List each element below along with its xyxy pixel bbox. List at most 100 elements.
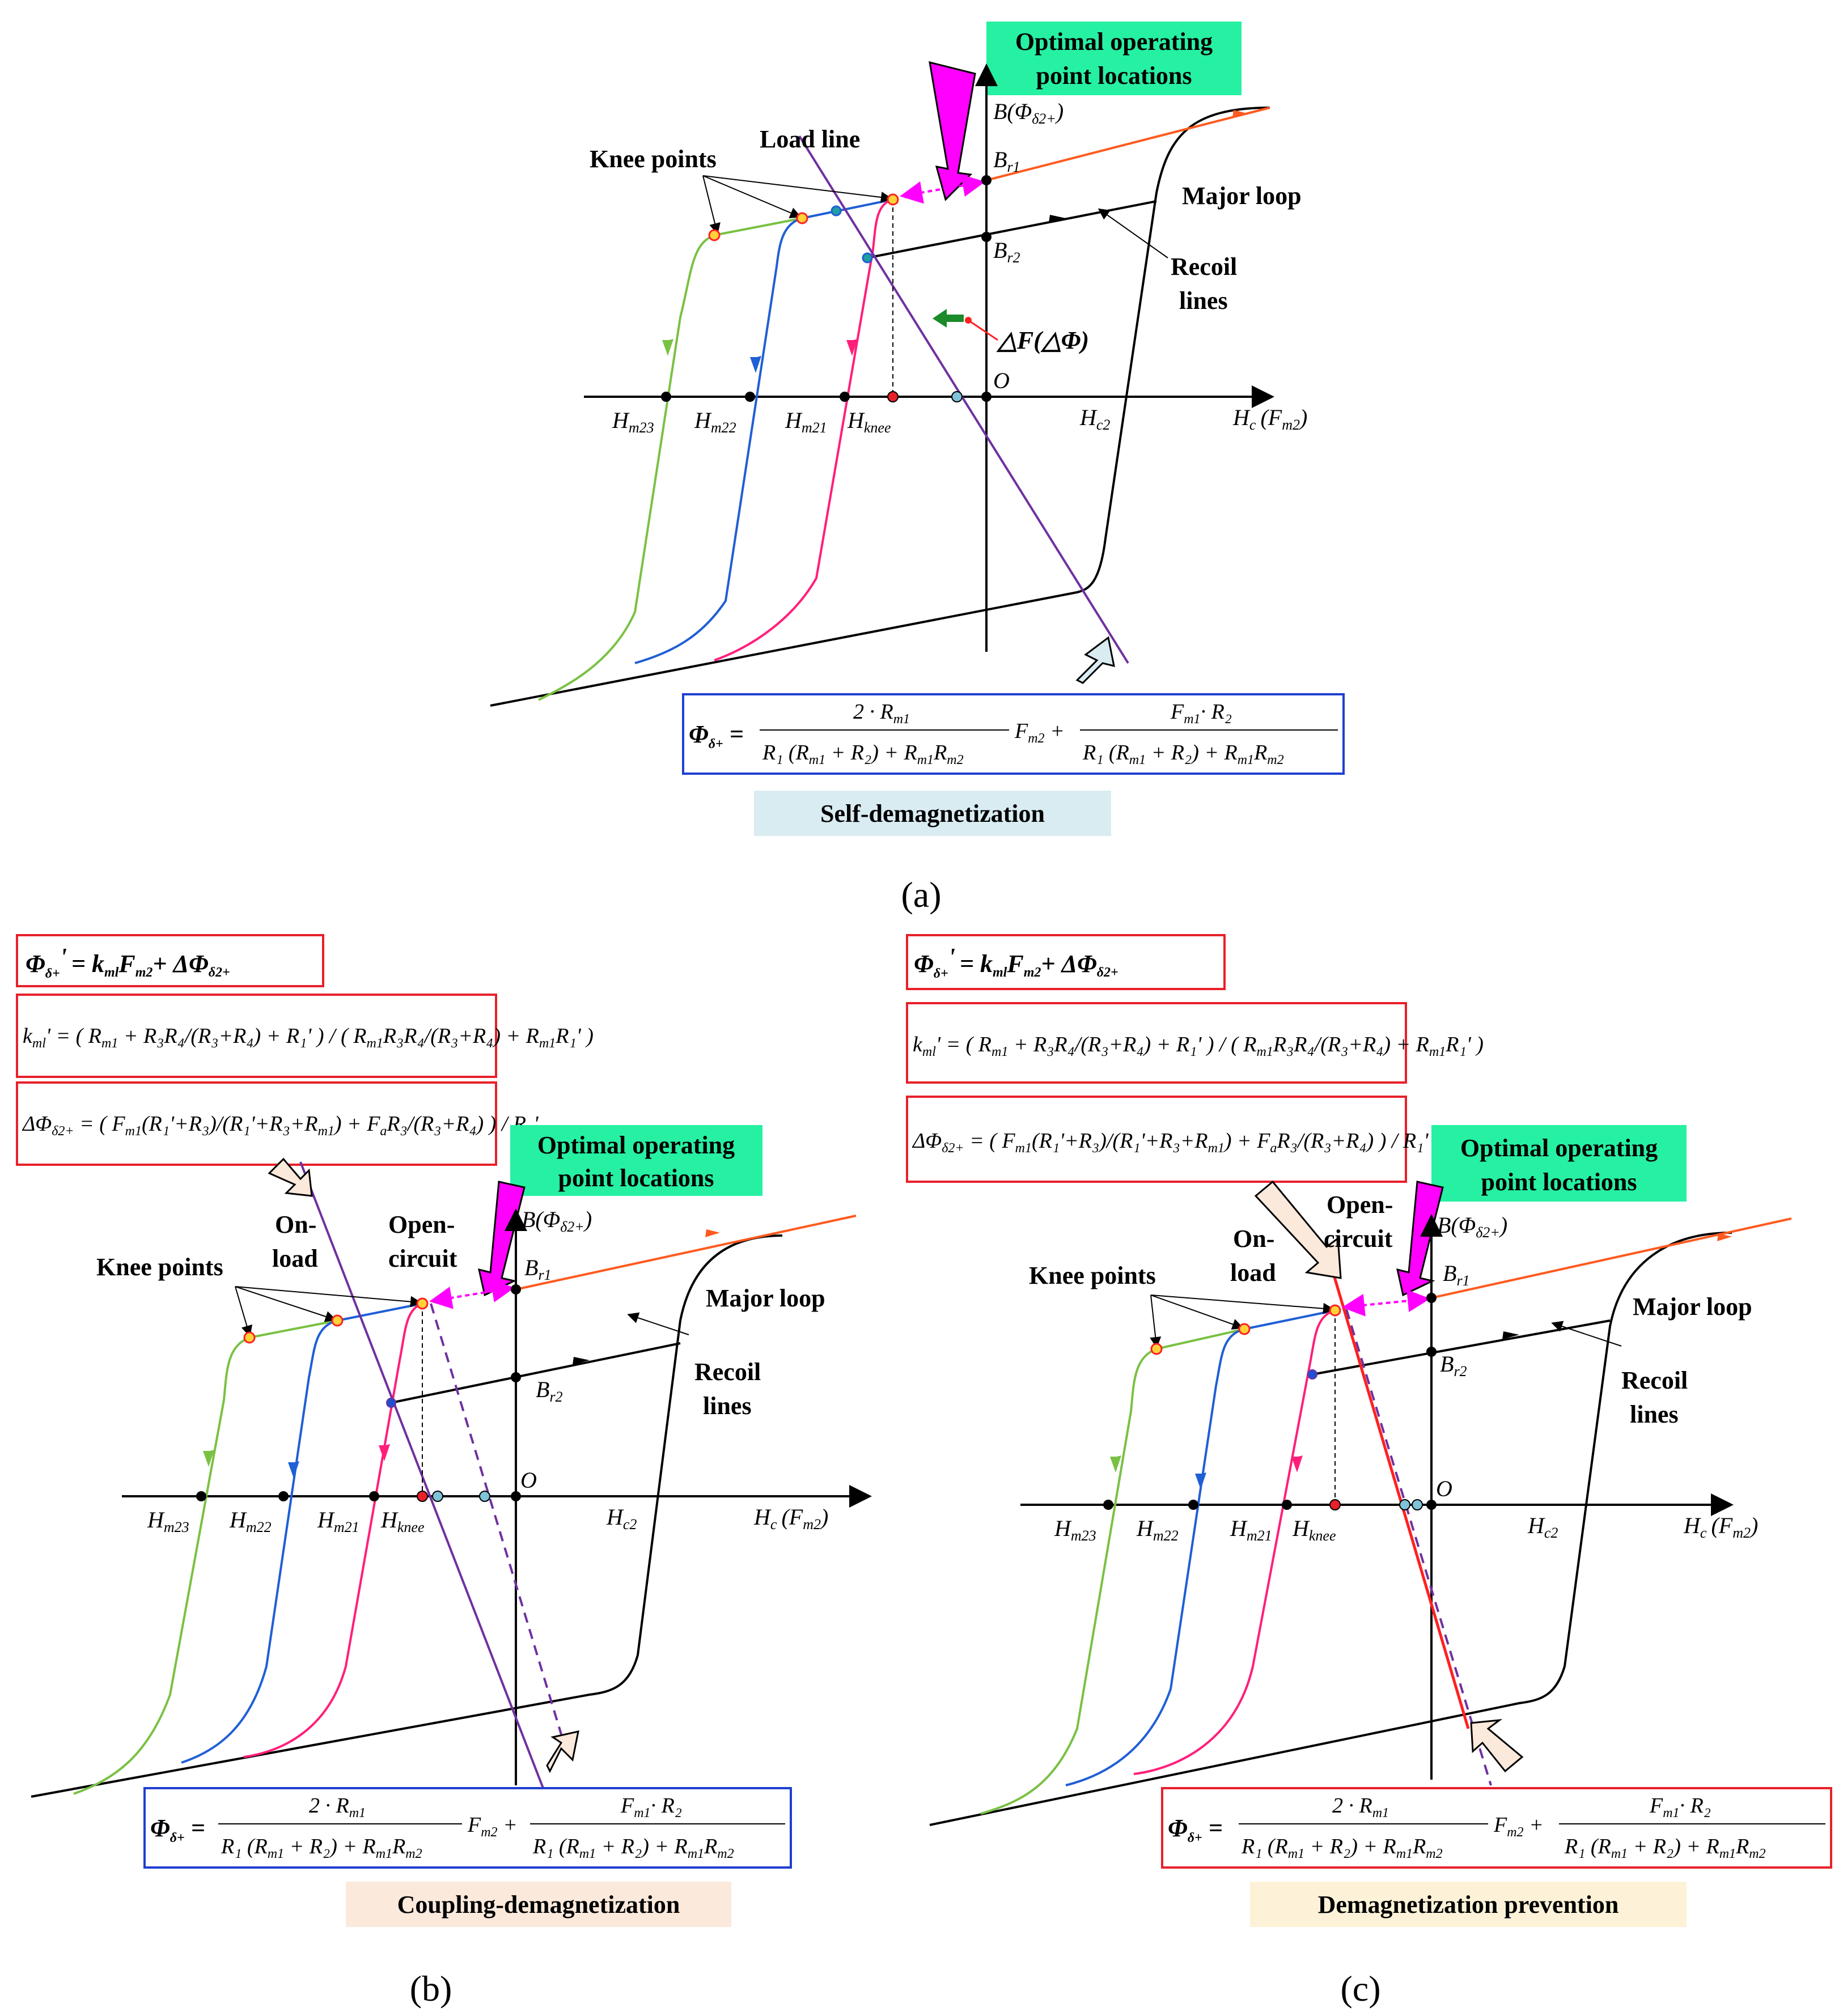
svg-text:Fm1· R₂: Fm1· R₂ [620, 1794, 682, 1820]
svg-text:point locations: point locations [558, 1164, 714, 1192]
recoil-label-1-b: Recoil [694, 1358, 761, 1386]
svg-text:R₁ (Rm1 + R₂) + Rm1Rm2: R₁ (Rm1 + R₂) + Rm1Rm2 [762, 741, 964, 767]
panel-a: Optimal operating point locations [490, 22, 1345, 915]
caption-box-a [754, 791, 1111, 836]
svg-text:R₁ (Rm1 + R₂) + Rm1Rm2: R₁ (Rm1 + R₂) + Rm1Rm2 [221, 1835, 422, 1861]
magenta-pointer-arrow-b [478, 1181, 526, 1297]
svg-text:B(Φδ2+): B(Φδ2+) [1437, 1212, 1507, 1241]
eq-box-b1 [16, 934, 324, 987]
panel-c-id: (c) [1340, 1968, 1380, 2009]
intersection-point [831, 205, 842, 217]
on-load-line-b [299, 1161, 545, 1792]
svg-text:Φδ+ =: Φδ+ = [689, 720, 744, 752]
svg-text:Hknee: Hknee [380, 1507, 425, 1535]
eq-b1: Φδ+'= kmlFm2+ ΔΦδ2+ [26, 943, 230, 981]
svg-text:kml' = ( Rm1 + R₃R₄/(R₃+R₄) +: kml' = ( Rm1 + R₃R₄/(R₃+R₄) + R₁' ) / ( … [913, 1033, 1484, 1059]
svg-text:Hm21: Hm21 [1230, 1516, 1272, 1544]
green-shift-arrow [933, 309, 964, 328]
svg-text:Fm2 +: Fm2 + [467, 1813, 518, 1840]
svg-text:Hc2: Hc2 [606, 1504, 637, 1533]
svg-text:Hm22: Hm22 [1136, 1516, 1179, 1544]
svg-text:R₁ (Rm1 + R₂) + Rm1Rm2: R₁ (Rm1 + R₂) + Rm1Rm2 [1082, 741, 1284, 767]
knee-point-pink [887, 193, 899, 206]
knee-points-label: Knee points [590, 145, 717, 173]
recoil-intersection-point [862, 252, 873, 264]
open-circuit-label-2-b: circuit [388, 1245, 457, 1272]
on-load-label-2-b: load [272, 1245, 318, 1272]
magenta-dotted-arrow [900, 174, 985, 204]
on-load-label-2-c: load [1230, 1259, 1276, 1287]
pink-demag-curve [714, 198, 893, 661]
svg-text:Br1: Br1 [1443, 1260, 1470, 1289]
caption-b: Coupling-demagnetization [397, 1891, 680, 1919]
svg-text:Φδ+ =: Φδ+ = [1168, 1814, 1223, 1845]
svg-text:Hc2: Hc2 [1527, 1513, 1558, 1541]
hm21-point [840, 392, 850, 402]
green-demag-curve [538, 234, 715, 701]
caption-c: Demagnetization prevention [1318, 1891, 1619, 1919]
on-load-label-1-c: On- [1233, 1225, 1274, 1253]
major-loop-label: Major loop [1182, 182, 1302, 210]
svg-text:ΔΦδ2+ = ( Fm1(R₁'+R₃)/(R₁'+R₃+: ΔΦδ2+ = ( Fm1(R₁'+R₃)/(R₁'+R₃+Rm1) + FaR… [912, 1129, 1429, 1156]
svg-text:Optimal operating: Optimal operating [537, 1131, 735, 1159]
br1-point [981, 175, 992, 185]
svg-text:O: O [1436, 1476, 1452, 1501]
svg-text:Hknee: Hknee [1292, 1516, 1336, 1544]
origin-label: O [993, 368, 1010, 393]
svg-text:Fm2 +: Fm2 + [1493, 1813, 1544, 1840]
recoil-label-2-b: lines [703, 1392, 752, 1420]
hm22-point [745, 392, 755, 402]
svg-text:Hc(Fm2): Hc(Fm2) [1683, 1513, 1758, 1541]
hm23-label: Hm23 [612, 408, 654, 436]
svg-text:Optimal operating: Optimal operating [1460, 1134, 1658, 1162]
svg-text:Hm22: Hm22 [229, 1507, 272, 1535]
knee-points-label-c: Knee points [1029, 1262, 1156, 1289]
svg-text:B(Φδ2+): B(Φδ2+) [522, 1207, 592, 1235]
optimal-location-box-b [510, 1125, 762, 1196]
magenta-pointer-arrow [929, 61, 976, 201]
svg-text:R₁ (Rm1 + R₂) + Rm1Rm2: R₁ (Rm1 + R₂) + Rm1Rm2 [532, 1835, 734, 1861]
panel-a-id: (a) [901, 875, 941, 915]
on-load-line-c [1331, 1269, 1470, 1729]
knee-point-blue [796, 212, 808, 224]
on-load-label-1-b: On- [275, 1211, 316, 1238]
x-axis-label: Hc(Fm2) [1232, 405, 1307, 433]
br2-point [981, 232, 992, 242]
major-loop-curve [490, 107, 1270, 707]
y-axis-label: B(Φδ2+) [993, 99, 1064, 127]
caption-a: Self-demagnetization [820, 800, 1045, 827]
recoil-label-2: lines [1179, 287, 1228, 315]
br2-label: Br2 [993, 237, 1020, 266]
svg-text:Hm23: Hm23 [147, 1507, 189, 1535]
major-loop-label-b: Major loop [706, 1284, 825, 1312]
svg-text:Fm2 +: Fm2 + [1014, 719, 1065, 746]
br1-label: Br1 [993, 147, 1020, 175]
optimal-label-line1: Optimal operating [1015, 28, 1213, 56]
panel-c: Φδ+'= kmlFm2+ ΔΦδ2+ kml' = ( Rm1 + R₃R₄/… [906, 934, 1832, 2009]
eq-b3: ΔΦδ2+ = ( Fm1(R₁'+R₃)/(R₁'+R₃+Rm1) + FaR… [22, 1112, 539, 1139]
origin-point [981, 392, 992, 402]
knee-point-green [708, 229, 721, 241]
svg-text:2 · Rm1: 2 · Rm1 [853, 700, 910, 727]
svg-text:R₁ (Rm1 + R₂) + Rm1Rm2: R₁ (Rm1 + R₂) + Rm1Rm2 [1241, 1835, 1443, 1861]
formula-box-a [682, 693, 1345, 775]
eq-b2: kml' = ( Rm1 + R₃R₄/(R₃+R₄) + R₁' ) / ( … [23, 1024, 594, 1051]
recoil-label-1-c: Recoil [1621, 1366, 1688, 1394]
panel-b-id: (b) [410, 1968, 452, 2009]
svg-text:Hm21: Hm21 [317, 1507, 359, 1535]
open-circuit-line-b [430, 1303, 562, 1735]
light-blue-block-arrow [1075, 636, 1115, 684]
svg-text:O: O [520, 1467, 537, 1493]
major-loop-label-c: Major loop [1633, 1293, 1752, 1321]
hknee-point [887, 391, 899, 402]
delta-f-label: △F(△Φ) [996, 326, 1089, 354]
optimal-label-line2: point locations [1036, 62, 1192, 90]
load-line-axis-point [951, 391, 963, 402]
hm23-point [661, 392, 671, 402]
svg-text:Br1: Br1 [524, 1255, 552, 1283]
hm22-label: Hm22 [694, 408, 736, 436]
optimal-location-box [986, 22, 1242, 95]
hknee-label: Hknee [847, 408, 891, 436]
open-circuit-line-c [1345, 1309, 1492, 1786]
